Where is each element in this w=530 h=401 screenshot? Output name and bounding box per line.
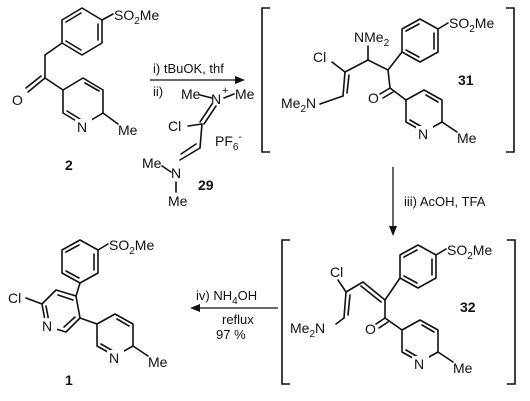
benzene-ring (399, 244, 437, 289)
methyl-label: Me (457, 130, 477, 146)
reagent-29: Me N + Me Cl N Me Me PF6- 29 (142, 85, 255, 209)
carbonyl-oxygen: O (368, 90, 379, 106)
product-1-number: 1 (65, 372, 73, 388)
step-4-condition: reflux (222, 312, 254, 327)
so2me-label: SO2Me (109, 237, 154, 257)
dimethylamino-label: NMe2 (354, 29, 390, 49)
so2me-label: SO2Me (449, 15, 494, 35)
me-bottom-left-label: Me (142, 155, 162, 171)
pyridine-nitrogen: N (77, 119, 87, 135)
pyridine-nitrogen-left: N (42, 318, 52, 334)
chloro-label: Cl (168, 118, 181, 134)
intermediate-32: SO2Me Cl Me2N O N Me 32 (281, 239, 516, 385)
benzene-ring (61, 239, 99, 284)
chloro-label: Cl (313, 49, 326, 65)
pyridine-nitrogen: N (414, 356, 424, 372)
hexafluorophosphate-label: PF6- (215, 132, 242, 153)
arrow-step-3 (389, 167, 397, 236)
compound-2-number: 2 (65, 157, 73, 173)
pyridine-ring (62, 77, 104, 126)
intermediate-31: SO2Me NMe2 Cl Me2N O N Me 31 (261, 7, 515, 153)
bracket-left-32 (281, 239, 290, 385)
me-bottom-down-label: Me (168, 193, 188, 209)
me-left-label: Me (181, 86, 201, 102)
methyl-label: Me (148, 354, 168, 370)
compound-2: SO2Me O N Me 2 (12, 7, 159, 173)
so2me-label: SO2Me (447, 242, 492, 262)
intermediate-31-number: 31 (458, 72, 474, 88)
pyridine-nitrogen: N (418, 126, 428, 142)
bracket-right-31 (506, 7, 515, 153)
step-3-conditions: iii) AcOH, TFA (404, 194, 486, 209)
intermediate-32-number: 32 (460, 299, 476, 315)
product-1: SO2Me N Cl N Me 1 (8, 237, 168, 388)
step-4-reagent: iv) NH4OH (196, 288, 257, 307)
plus-charge: + (222, 85, 228, 97)
enamine-nme2-label: Me2N (290, 320, 325, 340)
step-4-yield: 97 % (216, 327, 246, 342)
methyl-label: Me (118, 122, 138, 138)
iminium-nitrogen: N (211, 91, 221, 107)
chloro-label: Cl (330, 264, 343, 280)
step-2-label: ii) (153, 84, 163, 99)
me-right-label: Me (235, 86, 255, 102)
step-1-conditions: i) tBuOK, thf (153, 61, 224, 76)
pyridine-nitrogen-right: N (109, 350, 119, 366)
arrow-step-1 (150, 76, 245, 84)
benzene-ring (401, 18, 439, 63)
bracket-left-31 (261, 7, 270, 153)
chloro-label: Cl (8, 290, 21, 306)
arrow-step-4 (190, 304, 278, 312)
carbonyl-oxygen: O (12, 92, 23, 108)
benzene-ring (61, 7, 103, 56)
so2me-label: SO2Me (114, 7, 159, 27)
methyl-label: Me (453, 360, 473, 376)
enamine-nme2-label: Me2N (281, 95, 316, 115)
bracket-right-32 (507, 239, 516, 385)
reagent-29-number: 29 (198, 177, 214, 193)
enamine-nitrogen: N (171, 165, 181, 181)
carbonyl-oxygen: O (365, 321, 376, 337)
